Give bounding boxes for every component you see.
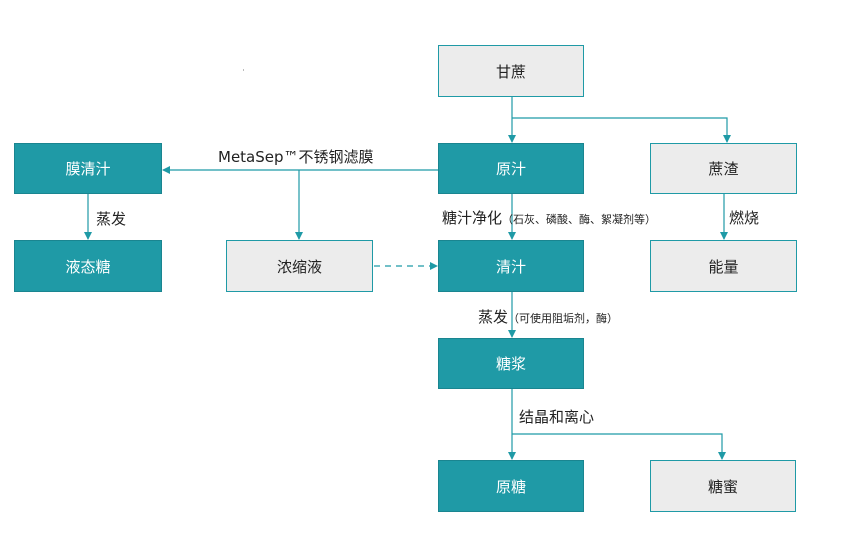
label-purification-text: 糖汁净化 bbox=[442, 209, 503, 227]
node-bagasse: 蔗渣 bbox=[650, 143, 797, 194]
label-evaporate-main-text: 蒸发 bbox=[478, 308, 509, 326]
node-raw-juice-label: 原汁 bbox=[495, 160, 526, 178]
label-metasep: MetaSep™不锈钢滤膜 bbox=[218, 148, 374, 166]
node-membrane-juice: 膜清汁 bbox=[14, 143, 162, 194]
label-evaporate-main: 蒸发（可使用阻垢剂，酶） bbox=[478, 306, 618, 327]
node-syrup: 糖浆 bbox=[438, 338, 584, 389]
label-purification: 糖汁净化（石灰、磷酸、酶、絮凝剂等） bbox=[442, 207, 656, 228]
node-concentrate: 浓缩液 bbox=[226, 240, 373, 292]
node-raw-juice: 原汁 bbox=[438, 143, 584, 194]
node-raw-sugar-label: 原糖 bbox=[495, 477, 526, 496]
node-energy-label: 能量 bbox=[708, 257, 739, 276]
node-concentrate-label: 浓缩液 bbox=[276, 257, 322, 276]
node-bagasse-label: 蔗渣 bbox=[708, 160, 739, 178]
label-evaporate-main-note: （可使用阻垢剂，酶） bbox=[508, 312, 619, 325]
node-energy: 能量 bbox=[650, 240, 797, 292]
node-raw-sugar: 原糖 bbox=[438, 460, 584, 512]
stray-dot bbox=[243, 69, 244, 71]
label-combustion: 燃烧 bbox=[729, 209, 760, 227]
label-evaporate-left: 蒸发 bbox=[96, 210, 127, 228]
node-liquid-sugar: 液态糖 bbox=[14, 240, 162, 292]
node-sugarcane: 甘蔗 bbox=[438, 45, 584, 97]
node-clear-juice-label: 清汁 bbox=[495, 257, 526, 276]
label-crystallize: 结晶和离心 bbox=[519, 408, 595, 426]
node-syrup-label: 糖浆 bbox=[495, 355, 526, 373]
node-molasses: 糖蜜 bbox=[650, 460, 796, 512]
arrow-sugarcane-bagasse bbox=[512, 117, 731, 143]
arrow-syrup-molasses bbox=[512, 433, 726, 460]
node-sugarcane-label: 甘蔗 bbox=[495, 62, 526, 81]
node-membrane-juice-label: 膜清汁 bbox=[65, 160, 111, 178]
node-liquid-sugar-label: 液态糖 bbox=[65, 257, 111, 276]
label-purification-note: （石灰、磷酸、酶、絮凝剂等） bbox=[502, 213, 657, 226]
node-clear-juice: 清汁 bbox=[438, 240, 584, 292]
node-molasses-label: 糖蜜 bbox=[707, 477, 738, 496]
